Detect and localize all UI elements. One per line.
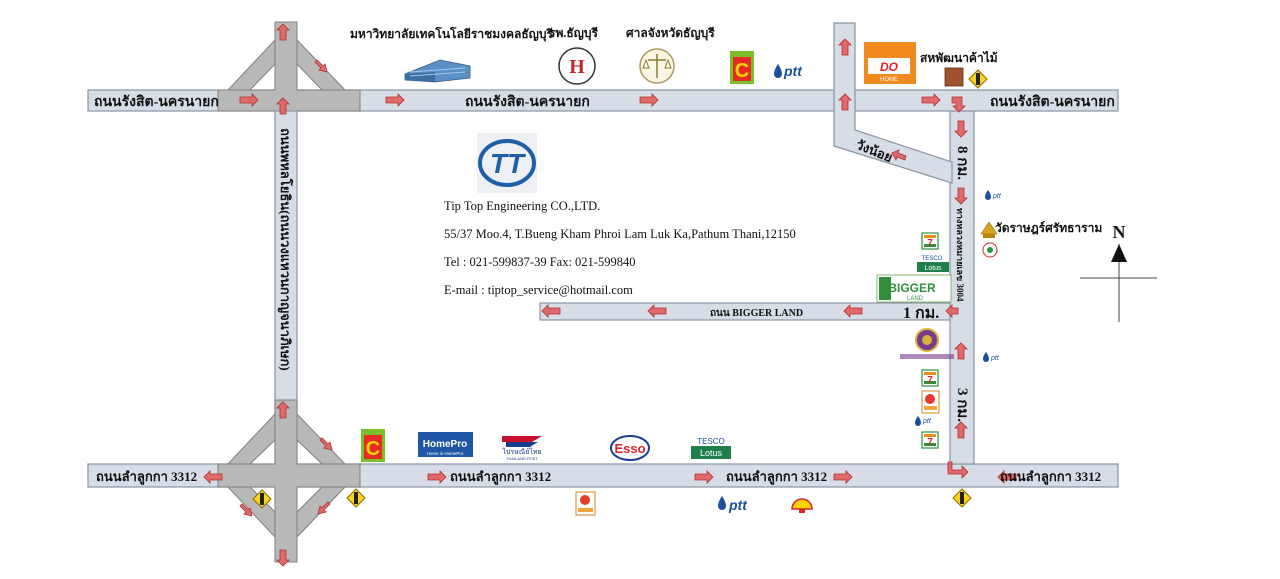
company-name: Tip Top Engineering CO.,LTD.: [444, 199, 601, 213]
shell-icon: [791, 498, 813, 513]
top-road-label-right: ถนนรังสิต-นครนายก: [990, 94, 1115, 110]
svg-text:C: C: [735, 60, 749, 82]
svg-text:Home is HomePro: Home is HomePro: [427, 451, 464, 456]
svg-text:Lotus: Lotus: [924, 265, 942, 272]
distance-8km: 8 กม.: [954, 146, 970, 180]
ptt-icon-right-1: ptt: [985, 190, 1002, 200]
traffic-light-icon-top: [968, 69, 988, 89]
svg-text:TESCO: TESCO: [697, 437, 725, 446]
compass: N: [1080, 222, 1157, 322]
furniture-shop-label: สหพัฒนาค้าไม้: [920, 50, 998, 65]
distance-1km: 1 กม.: [903, 305, 939, 322]
pt-station-icon: [982, 242, 998, 258]
ptt-icon-right-2: ptt: [983, 352, 1000, 362]
pt-gas-icon-bottom: [575, 491, 596, 516]
traffic-light-icon-left: [252, 489, 272, 509]
svg-text:LAND: LAND: [907, 296, 924, 302]
homepro-icon: HomePro Home is HomePro: [418, 432, 473, 457]
ptt-icon-top: ptt: [774, 63, 803, 79]
company-info: Tip Top Engineering CO.,LTD. 55/37 Moo.4…: [444, 196, 796, 308]
tesco-lotus-icon-bottom: TESCO Lotus: [691, 437, 731, 459]
svg-text:7: 7: [927, 375, 933, 386]
svg-text:HomePro: HomePro: [423, 439, 467, 450]
svg-text:7: 7: [927, 437, 933, 448]
svg-text:ptt: ptt: [783, 63, 803, 79]
court-emblem-icon: [639, 48, 675, 84]
bottom-road-label-center2: ถนนลำลูกกา 3312: [726, 469, 827, 485]
svg-text:TT: TT: [490, 148, 527, 179]
pt-gas-icon-right: [921, 390, 940, 414]
traffic-light-icon-right: [952, 488, 972, 508]
temple-label: วัดราษฎร์ศรัทธาราม: [995, 221, 1102, 235]
company-phone: Tel : 021-599837-39 Fax: 021-599840: [444, 255, 636, 269]
svg-text:ptt: ptt: [922, 418, 932, 425]
svg-text:ptt: ptt: [728, 497, 748, 513]
hospital-label: รพ.ธัญบุรี: [549, 26, 599, 41]
bigger-land-road-label: ถนน BIGGER LAND: [710, 308, 803, 319]
ptt-icon-bottom: ptt: [718, 496, 748, 513]
furniture-shop-marker: [944, 67, 964, 87]
compass-north-label: N: [1113, 222, 1126, 242]
vertical-right-road-label: ทางหลวงหมายเลข 3004: [955, 208, 965, 302]
tesco-lotus-icon-right: TESCO Lotus: [917, 256, 949, 272]
bigger-land-icon: BIGGER LAND: [876, 274, 952, 303]
svg-text:DO: DO: [880, 60, 899, 74]
svg-text:TESCO: TESCO: [922, 256, 943, 262]
pea-icon: [900, 328, 954, 359]
bottom-road-label-right: ถนนลำลูกกา 3312: [1000, 469, 1101, 485]
right-vertical-road: [949, 110, 975, 465]
big-c-icon-bottom: C: [361, 429, 385, 462]
ptt-icon-right-3: ptt: [915, 416, 932, 426]
svg-text:Esso: Esso: [614, 441, 645, 456]
hospital-icon: H: [558, 47, 596, 85]
court-label: ศาลจังหวัดธัญบุรี: [626, 26, 715, 41]
top-road-label-left: ถนนรังสิต-นครนายก: [94, 94, 219, 110]
svg-text:ptt: ptt: [990, 355, 1000, 362]
company-logo: TT: [477, 133, 537, 193]
svg-text:C: C: [366, 438, 380, 460]
traffic-light-icon-mid: [346, 488, 366, 508]
direction-arrows: [203, 23, 1017, 567]
svg-text:H: H: [569, 56, 585, 78]
big-c-icon-top: C: [730, 51, 754, 84]
temple-icon: [980, 221, 998, 238]
seven-eleven-icon-3: 7: [921, 431, 939, 449]
do-home-icon: DO HOME: [864, 42, 916, 84]
esso-icon: Esso: [610, 435, 650, 461]
bottom-left-interchange: [217, 399, 361, 563]
svg-text:THAILAND POST: THAILAND POST: [506, 456, 538, 461]
seven-eleven-icon-2: 7: [921, 369, 939, 387]
company-address: 55/37 Moo.4, T.Bueng Kham Phroi Lam Luk …: [444, 227, 796, 241]
bottom-road-label-left: ถนนลำลูกกา 3312: [96, 469, 197, 485]
vertical-left-road-label: ถนนพหลโยธิน(ถนนวงแหวนกาญจนาภิเษก): [277, 128, 294, 371]
svg-text:HOME: HOME: [880, 77, 898, 83]
thailand-post-icon: ไปรษณีย์ไทย THAILAND POST: [501, 436, 542, 461]
university-building-icon: [404, 59, 471, 83]
diagonal-road: [833, 22, 953, 184]
svg-text:Lotus: Lotus: [700, 448, 723, 458]
bottom-road-label-center: ถนนลำลูกกา 3312: [450, 469, 551, 485]
svg-text:BIGGER: BIGGER: [888, 281, 936, 295]
distance-3km: 3 กม.: [954, 388, 970, 422]
svg-text:ไปรษณีย์ไทย: ไปรษณีย์ไทย: [501, 447, 541, 456]
svg-text:ptt: ptt: [992, 193, 1002, 200]
university-label: มหาวิทยาลัยเทคโนโลยีราชมงคลธัญบุรี: [350, 26, 554, 42]
seven-eleven-icon-1: 7: [921, 232, 939, 250]
top-road-label-center: ถนนรังสิต-นครนายก: [465, 94, 590, 110]
company-email: E-mail : tiptop_service@hotmail.com: [444, 283, 633, 297]
svg-text:7: 7: [927, 238, 933, 249]
